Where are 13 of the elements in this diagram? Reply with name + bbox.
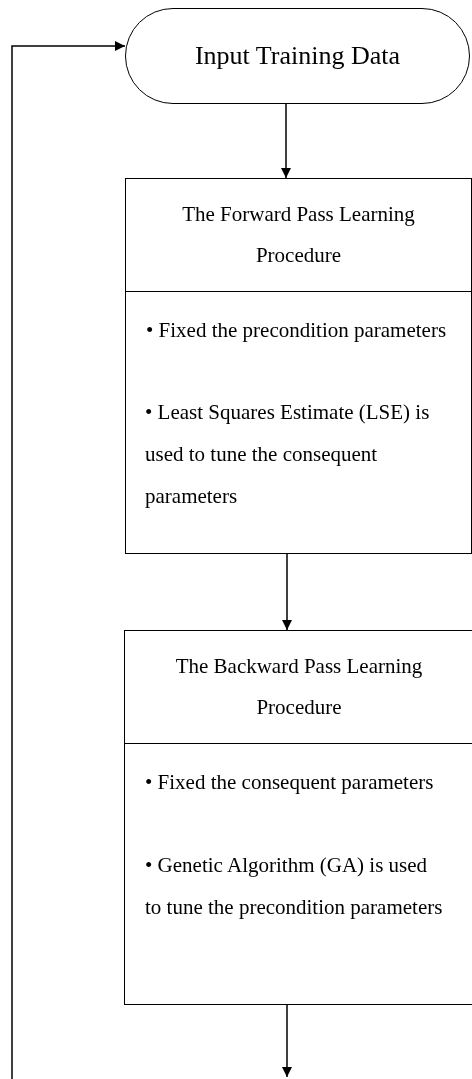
bullet-text: • Genetic Algorithm (GA) is used to tune the precondition parameters xyxy=(145,852,444,921)
arrow xyxy=(282,1004,292,1078)
bullet-text: • Fixed the precondition parameters xyxy=(146,317,448,344)
box-heading: The Forward Pass Learning Procedure xyxy=(181,201,416,269)
bullet-text: • Fixed the consequent parameters xyxy=(145,769,435,796)
arrow xyxy=(11,41,126,1079)
arrow xyxy=(282,553,292,631)
process-box xyxy=(125,178,472,554)
arrow xyxy=(281,103,291,179)
box-heading: The Backward Pass Learning Procedure xyxy=(174,653,424,721)
process-box xyxy=(124,630,472,1005)
node-label: Input Training Data xyxy=(194,41,401,71)
bullet-text: • Least Squares Estimate (LSE) is used to tune the consequent parameters xyxy=(145,399,431,510)
